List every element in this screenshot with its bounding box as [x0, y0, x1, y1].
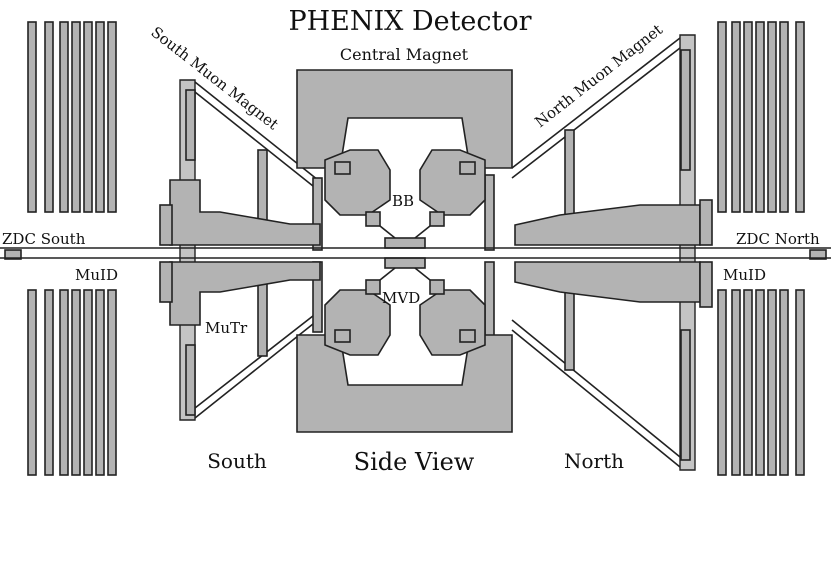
muid-plate — [755, 289, 765, 476]
muid-plate — [717, 289, 727, 476]
diagram-title: PHENIX Detector — [288, 6, 531, 37]
south-muon-magnet — [159, 79, 323, 421]
muid-plate — [27, 289, 37, 476]
muid-plate — [743, 21, 753, 213]
central-magnet — [296, 69, 513, 433]
north-muon-magnet — [484, 34, 713, 471]
zdc-north-block — [809, 249, 827, 260]
beam-pipe — [0, 247, 831, 259]
mutr-label: MuTr — [205, 319, 248, 337]
north-muon-magnet-label: North Muon Magnet — [531, 20, 666, 131]
muid-plate — [44, 289, 54, 476]
muid-plate — [44, 21, 54, 213]
zdc-north-label: ZDC North — [736, 230, 820, 248]
muid-plate — [767, 289, 777, 476]
muid-plate — [107, 289, 117, 476]
muid-plate — [743, 289, 753, 476]
muid-plate — [779, 289, 789, 476]
muid-plate — [95, 21, 105, 213]
muid-plate — [717, 21, 727, 213]
muid-plate — [71, 21, 81, 213]
muid-plate — [59, 21, 69, 213]
central-magnet-label: Central Magnet — [340, 45, 469, 64]
beam-beam-counters — [365, 211, 445, 295]
zdc-south-label: ZDC South — [2, 230, 86, 248]
muid-north-lower-plates — [717, 289, 805, 476]
muid-plate — [731, 289, 741, 476]
north-label: North — [564, 449, 624, 473]
zdc-south-block — [4, 249, 22, 260]
muid-north-upper-plates — [717, 21, 805, 213]
muid-plate — [795, 289, 805, 476]
south-muon-magnet-label: South Muon Magnet — [148, 23, 282, 133]
muid-plate — [95, 289, 105, 476]
muid-plate — [795, 21, 805, 213]
muid-plate — [71, 289, 81, 476]
muid-plate — [779, 21, 789, 213]
muid-plate — [59, 289, 69, 476]
bb-label: BB — [392, 192, 414, 210]
muid-plate — [107, 21, 117, 213]
muid-south-lower-plates — [27, 289, 117, 476]
muid-plate — [767, 21, 777, 213]
muid-plate — [755, 21, 765, 213]
muid-plate — [83, 21, 93, 213]
muid-plate — [27, 21, 37, 213]
muid-north-label: MuID — [723, 266, 766, 284]
muid-plate — [731, 21, 741, 213]
mvd — [379, 237, 431, 281]
muid-plate — [83, 289, 93, 476]
muid-south-label: MuID — [75, 266, 118, 284]
muid-south-upper-plates — [27, 21, 117, 213]
side-view-label: Side View — [354, 448, 475, 476]
mvd-label: MVD — [382, 289, 420, 307]
south-label: South — [207, 449, 267, 473]
